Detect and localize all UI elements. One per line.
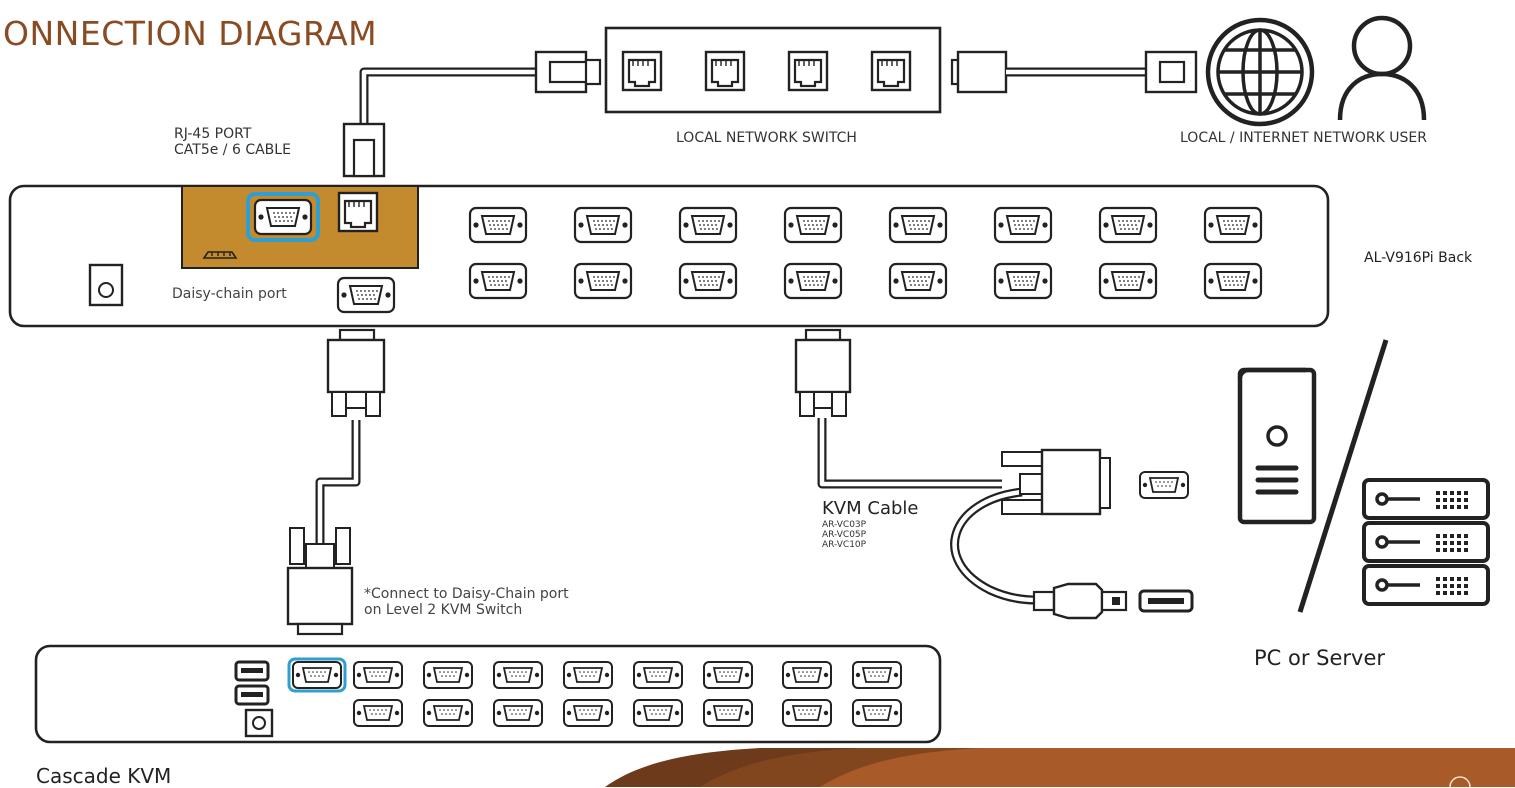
user-icon — [1337, 15, 1427, 121]
cat-cable-label: CAT5e / 6 CABLE — [174, 142, 291, 158]
server-rack-icon — [1362, 478, 1490, 606]
daisy-note-line-1: *Connect to Daisy-Chain port — [364, 586, 569, 602]
divider-slash — [1297, 339, 1389, 613]
power-socket-icon — [88, 263, 124, 307]
kvm-cable — [817, 418, 1002, 489]
diagram-title: ONNECTION DIAGRAM — [3, 14, 378, 53]
decorative-band — [605, 748, 1515, 787]
cascade-kvm-label: Cascade KVM — [36, 764, 172, 788]
pc-tower-icon — [1237, 367, 1317, 525]
network-switch-label: LOCAL NETWORK SWITCH — [676, 130, 857, 146]
vga-plug-bottom — [286, 527, 354, 636]
vga-plug-top-right — [794, 328, 852, 417]
kvm-cable-model-2: AR-VC05P — [822, 530, 867, 540]
cascade-kvm-panel — [34, 644, 942, 744]
pc-or-server-label: PC or Server — [1254, 646, 1386, 670]
globe-icon — [1205, 17, 1315, 127]
kvm-cable-label: KVM Cable — [822, 498, 919, 519]
daisy-chain-port-label: Daisy-chain port — [172, 286, 287, 302]
kvm-cable-model-1: AR-VC03P — [822, 520, 867, 530]
usb-plug-icon — [1032, 582, 1128, 620]
cat-cable — [359, 67, 548, 126]
vga-plug-pc — [1001, 448, 1111, 516]
network-user-label: LOCAL / INTERNET NETWORK USER — [1180, 130, 1427, 146]
vga-plug-top-left — [326, 328, 386, 417]
daisy-note-line-2: on Level 2 KVM Switch — [364, 602, 523, 618]
kvm-back-label: AL-V916Pi Back — [1364, 250, 1473, 266]
rj45-port-label: RJ-45 PORT — [174, 126, 252, 142]
kvm-cable-model-3: AR-VC10P — [822, 540, 867, 550]
usb-port-icon — [234, 660, 270, 706]
